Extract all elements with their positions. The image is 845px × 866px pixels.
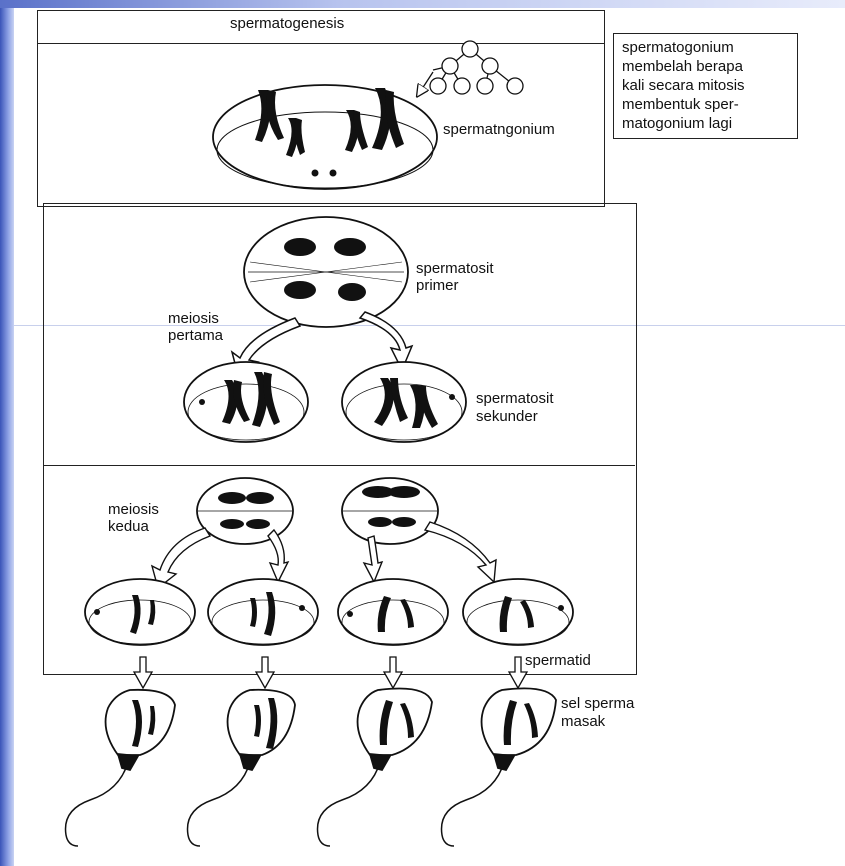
label-spermatosit-sekunder-2: sekunder [476,408,538,425]
left-decorative-stripe [0,0,14,866]
spermatosit-sekunder-left [183,361,309,443]
label-meiosis-pertama-1: meiosis [168,310,219,327]
meiosis-divider [43,465,635,466]
sperm-cell-3 [316,687,433,847]
diagram-title: spermatogenesis [230,15,345,32]
spermatogonium-note-box: spermatogonium membelah berapa kali seca… [613,33,798,139]
note-line: matogonium lagi [622,115,733,132]
slide-divider-line [14,325,845,326]
label-spermatosit-primer-2: primer [416,277,459,294]
spermatogonium-panel [37,10,605,207]
sperm-cell-2 [186,688,296,847]
spermatid-cell-1 [84,578,196,646]
spermatid-cell-2 [207,578,319,646]
label-meiosis-pertama-2: pertama [168,327,224,344]
meiosis-panel [43,203,637,675]
sperm-cell-1 [64,688,176,847]
label-spermatid: spermatid [525,652,591,669]
spermatosit-primer-cell [243,216,409,328]
spermatid-cell-3 [337,578,449,646]
label-spermatosit-primer-1: spermatosit [416,260,494,277]
note-line: spermatogonium [622,39,734,56]
note-line: membentuk sper- [622,96,739,113]
note-line: membelah berapa [622,58,743,75]
cell-lineage-tree-icon [420,40,524,94]
label-meiosis-kedua-2: kedua [108,518,149,535]
spermatid-cell-4 [462,578,574,646]
label-spermatosit-sekunder-1: spermatosit [476,390,554,407]
sperm-cell-4 [440,687,557,847]
note-line: kali secara mitosis [622,77,745,94]
spermatosit-sekunder-right [341,361,467,443]
meiosis-kedua-cell-left [196,477,294,545]
meiosis-kedua-cell-right [341,477,439,545]
label-spermatogonium: spermatngonium [443,121,555,138]
spermatogonium-cell [212,84,438,190]
label-meiosis-kedua-1: meiosis [108,501,159,518]
top-decorative-band [0,0,845,8]
label-sel-sperma-masak-2: masak [561,713,606,730]
label-sel-sperma-masak-1: sel sperma [561,695,635,712]
